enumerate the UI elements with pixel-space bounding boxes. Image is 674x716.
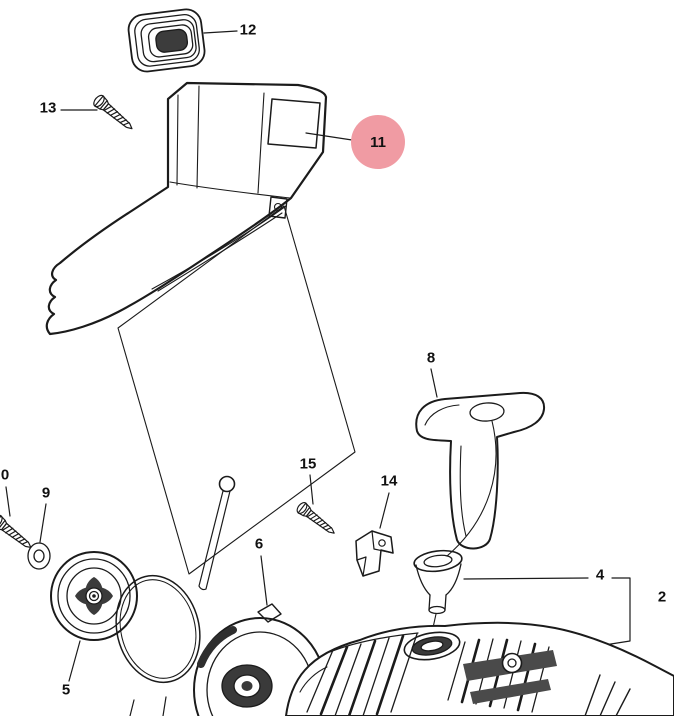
callout-13[interactable]: 13 xyxy=(39,99,57,117)
part-12-intake-boot xyxy=(127,8,206,73)
alignment-plane xyxy=(117,205,356,575)
callout-4[interactable]: 4 xyxy=(595,566,605,584)
callout-10-partial[interactable]: 0 xyxy=(0,466,10,484)
engine-body xyxy=(285,621,674,716)
callout-9[interactable]: 9 xyxy=(41,484,51,502)
part-5-pulley xyxy=(50,551,138,641)
callout-2[interactable]: 2 xyxy=(657,588,667,606)
callout-15[interactable]: 15 xyxy=(299,455,317,473)
part-8-starter-handle xyxy=(415,391,546,557)
part-10-screw xyxy=(0,512,36,554)
part-4-funnel xyxy=(413,549,463,638)
highlight-balloon-part-11[interactable]: 11 xyxy=(351,115,405,169)
callout-8[interactable]: 8 xyxy=(426,349,436,367)
callout-5[interactable]: 5 xyxy=(61,681,71,699)
callout-14[interactable]: 14 xyxy=(380,472,398,490)
callout-6[interactable]: 6 xyxy=(254,535,264,553)
part-6-starter-housing xyxy=(193,603,327,716)
part-9-washer xyxy=(27,542,51,570)
part-15-screw xyxy=(294,500,339,539)
part-14-bracket xyxy=(355,530,394,577)
starter-rope xyxy=(115,475,236,684)
callout-11-label: 11 xyxy=(370,133,386,151)
callout-12[interactable]: 12 xyxy=(239,21,257,39)
part-11-top-cover xyxy=(45,81,328,336)
part-13-screw xyxy=(91,92,137,135)
